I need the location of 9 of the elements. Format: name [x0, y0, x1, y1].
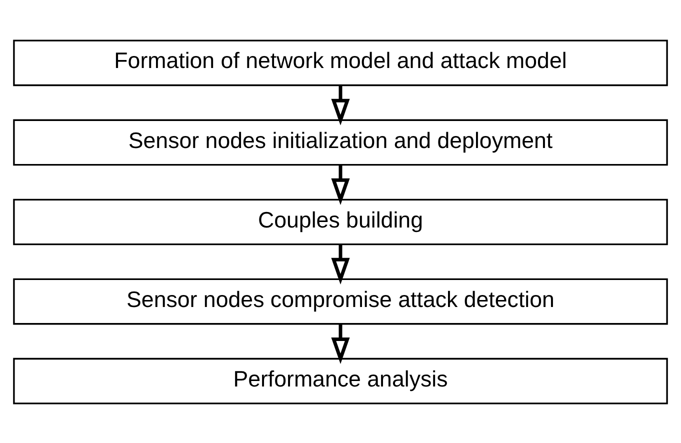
arrow	[331, 164, 350, 204]
arrow	[331, 84, 350, 125]
node-box: Performance analysis	[13, 357, 668, 404]
node-box: Formation of network model and attack model	[13, 39, 668, 86]
arrow	[331, 244, 350, 284]
node-box: Couples building	[13, 198, 668, 245]
node-box: Sensor nodes initialization and deployment	[13, 118, 668, 166]
node-box: Sensor nodes compromise attack detection	[13, 278, 668, 324]
arrow	[331, 323, 350, 364]
